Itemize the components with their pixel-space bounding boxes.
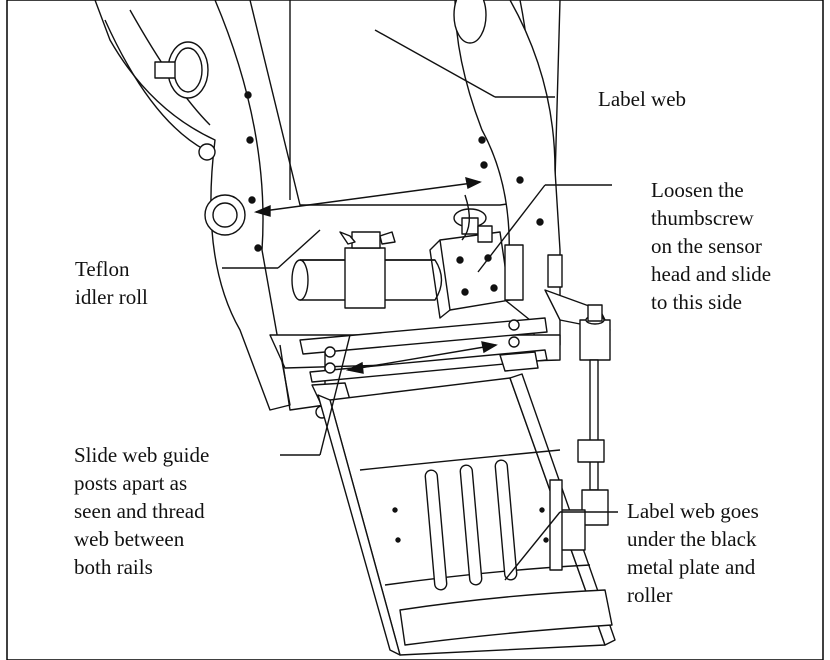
leader-label-web [374,29,496,98]
callout-line: Teflon [75,257,130,281]
bottom-roller [399,589,613,646]
callout-loosen-thumbscrew: Loosen the thumbscrew on the sensor head… [651,176,771,316]
callout-line: to this side [651,290,743,314]
callout-teflon-idler-roll: Teflon idler roll [75,255,148,311]
web-width-arrow [255,181,481,213]
printer-mechanism-drawing [94,0,616,656]
callout-label-web-under-plate: Label web goes under the black metal pla… [627,497,759,609]
web-guide-post [344,247,386,309]
callout-line: seen and thread [74,499,205,523]
callout-line: Slide web guide [74,443,210,467]
callout-line: on the sensor [651,234,762,258]
callout-label-web: Label web [598,85,686,113]
callout-line: Label web [598,87,687,111]
callout-line: posts apart as [74,471,188,495]
callout-line: under the black [627,527,757,551]
callout-line: idler roll [75,285,148,309]
callout-line: web between [74,527,185,551]
callout-slide-web-guide: Slide web guide posts apart as seen and … [74,441,209,581]
callout-line: Loosen the [651,178,744,202]
callout-line: both rails [74,555,153,579]
callout-line: roller [627,583,673,607]
callout-line: head and slide [651,262,772,286]
left-side-frame [94,0,291,411]
leader-lines [222,29,618,581]
callout-line: metal plate and [627,555,756,579]
guide-width-arrow [347,344,497,371]
callout-line: thumbscrew [651,206,754,230]
guide-rail [299,317,548,355]
callout-line: Label web goes [627,499,759,523]
